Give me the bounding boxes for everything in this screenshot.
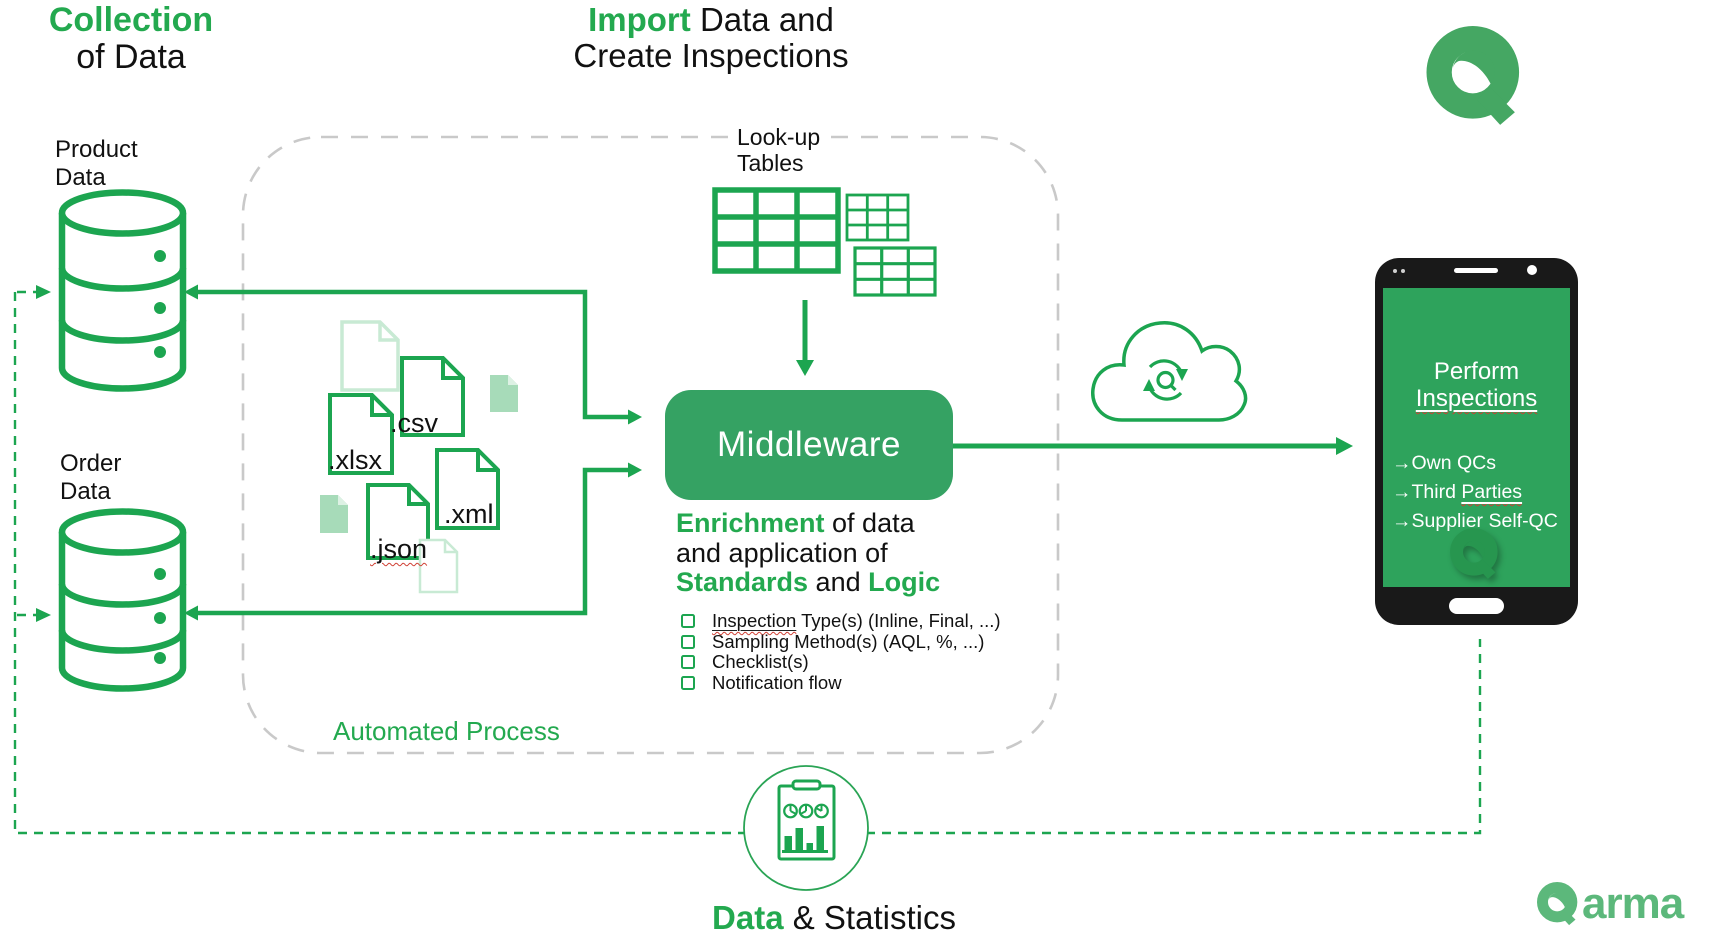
- phone-item: →Supplier Self-QC: [1392, 510, 1558, 532]
- file-icon-xml: [435, 448, 500, 530]
- phone-item: →Third Parties: [1392, 481, 1523, 503]
- collection-heading-rest: of Data: [76, 38, 186, 76]
- cloud-sync-icon: [1091, 321, 1248, 422]
- sensor-dot-icon: [1401, 269, 1405, 273]
- product-db-label: Product Data: [55, 136, 138, 191]
- stats-circle-icon: [743, 765, 869, 891]
- middleware-phone-arrow: [953, 437, 1353, 455]
- checklist-item: Notification flow: [681, 672, 1001, 694]
- file-label-csv: .csv: [390, 408, 439, 438]
- qarma-watermark-icon: [1449, 528, 1503, 585]
- middleware-box: Middleware: [665, 390, 953, 500]
- file-icon-faded-bottom: [418, 538, 459, 594]
- order-middleware-connector: [198, 467, 628, 616]
- feedback-arrowheads: [36, 285, 51, 622]
- product-middleware-connector: [198, 289, 628, 420]
- qarma-q-icon: [1536, 882, 1582, 926]
- collection-heading: Collection of Data: [28, 2, 234, 76]
- file-icon-xlsx: [328, 393, 394, 475]
- checkbox-icon: [681, 655, 695, 670]
- camera-icon: [1527, 265, 1537, 275]
- data-statistics-title: Data & Statistics: [712, 899, 956, 936]
- file-label-xml: .xml: [444, 499, 494, 529]
- file-icon-faded-top: [340, 320, 400, 392]
- file-label-json: .json: [370, 534, 428, 564]
- order-db-label: Order Data: [60, 450, 122, 505]
- connector-arrowheads: [184, 284, 642, 621]
- file-icon-json: [366, 483, 430, 560]
- collection-heading-bold: Collection: [48, 1, 214, 39]
- phone-screen: Perform Inspections →Own QCs →Third Part…: [1383, 288, 1570, 587]
- file-icon-csv: [400, 356, 465, 437]
- sensor-dot-icon: [1393, 269, 1397, 273]
- qarma-q-icon: [1424, 26, 1530, 127]
- home-button: [1449, 598, 1504, 614]
- phone-inspection-list: →Own QCs →Third Parties →Supplier Self-Q…: [1383, 449, 1570, 536]
- import-heading-line2: Create Inspections: [573, 37, 849, 74]
- speaker-icon: [1454, 268, 1498, 273]
- import-heading-bold: Import: [588, 1, 691, 38]
- order-database-icon: [58, 508, 187, 692]
- automated-process-label: Automated Process: [333, 716, 560, 746]
- checkbox-icon: [681, 675, 695, 690]
- enrichment-text: Enrichment of data and application of St…: [676, 508, 941, 597]
- file-label-xlsx: .xlsx: [328, 445, 382, 475]
- lookup-table-icon-large: [712, 187, 841, 274]
- lookup-table-icon-medium: [853, 246, 937, 297]
- phone-item: →Own QCs: [1392, 452, 1497, 474]
- automated-process-border: [241, 135, 1060, 755]
- file-icon-mini-right: [490, 375, 518, 412]
- phone: Perform Inspections →Own QCs →Third Part…: [1375, 258, 1578, 625]
- wordmark-text: arma: [1582, 879, 1684, 928]
- checklist-item: Checklist(s): [681, 651, 1001, 673]
- checklist-item: Inspection Type(s) (Inline, Final, ...): [681, 610, 1001, 632]
- file-icon-mini-left: [320, 495, 348, 533]
- qarma-logo: [1424, 26, 1530, 132]
- product-database-icon: [58, 189, 187, 392]
- middleware-label: Middleware: [717, 425, 901, 464]
- checkbox-icon: [681, 634, 695, 649]
- checklist: Inspection Type(s) (Inline, Final, ...) …: [681, 610, 1001, 694]
- perform-inspections-title: Perform Inspections: [1415, 358, 1538, 412]
- tables-middleware-arrow: [796, 300, 814, 376]
- lookup-table-icon-small: [845, 193, 910, 242]
- clipboard-chart-icon: [777, 779, 836, 861]
- feedback-dashed-path: [13, 290, 1482, 835]
- checklist-item: Sampling Method(s) (AQL, %, ...): [681, 631, 1001, 653]
- lookup-tables-label: Look-up Tables: [737, 124, 825, 176]
- qarma-wordmark: arma: [1536, 879, 1684, 928]
- import-heading: Import Data and Create Inspections: [535, 2, 887, 74]
- checkbox-icon: [681, 614, 695, 628]
